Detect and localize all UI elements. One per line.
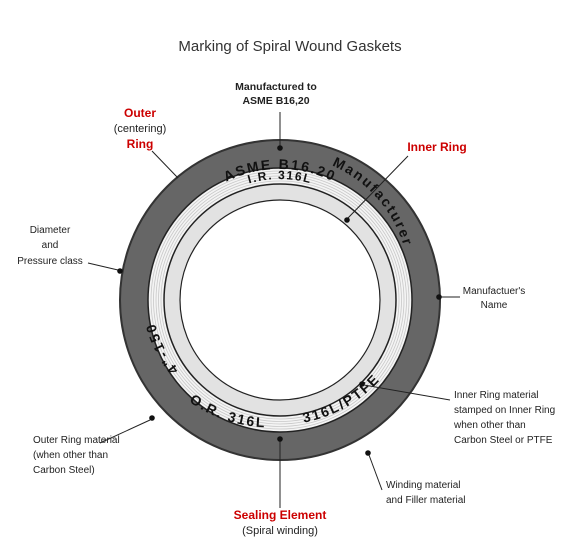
leader-winding-filler <box>368 454 383 491</box>
label-outer-ring-line3: Ring <box>127 137 154 151</box>
leader-outer-ring-material <box>99 419 151 444</box>
leader-outer-ring <box>151 150 179 179</box>
label-winding-line2: and Filler material <box>386 495 465 506</box>
label-irm-line4: Carbon Steel or PTFE <box>454 435 553 446</box>
gasket-bore <box>179 199 381 401</box>
label-outer-ring-line2: (centering) <box>114 123 167 135</box>
label-manufacturer-line2: Name <box>481 300 508 311</box>
label-diameter-line2: and <box>42 240 59 251</box>
diagram-title: Marking of Spiral Wound Gaskets <box>178 38 401 55</box>
leader-inner-ring-material <box>363 384 451 401</box>
label-sealing-element: Sealing Element <box>234 508 327 522</box>
leader-dot-inner-ring-material <box>359 381 365 387</box>
callout-inner-ring-material: Inner Ring material stamped on Inner Rin… <box>453 390 555 446</box>
label-manufactured-line1: Manufactured to <box>235 81 317 93</box>
leader-dot-manufactured <box>277 145 283 151</box>
leader-dot-inner-ring <box>344 217 350 223</box>
label-outer-ring-line1: Outer <box>124 106 156 120</box>
leader-dot-sealing-element <box>277 436 283 442</box>
leader-dot-manufacturer <box>436 294 442 300</box>
label-irm-line2: stamped on Inner Ring <box>454 405 555 416</box>
callout-diameter: Diameter and Pressure class <box>17 225 83 267</box>
label-manufacturer-line1: Manufactuer's <box>463 286 526 297</box>
marking-inner-ring-material: I.R. 316L <box>246 168 314 186</box>
label-irm-line1: Inner Ring material <box>454 390 538 401</box>
label-winding-line1: Winding material <box>386 480 460 491</box>
leader-lines <box>87 112 460 508</box>
label-spiral-winding: (Spiral winding) <box>242 525 318 537</box>
label-orm-line1: Outer Ring material <box>33 435 120 446</box>
leader-inner-ring <box>347 155 409 219</box>
label-irm-line3: when other than <box>453 420 526 431</box>
callout-outer-ring-material: Outer Ring material (when other than Car… <box>33 435 120 476</box>
callout-winding-filler: Winding material and Filler material <box>386 480 465 506</box>
leader-dot-winding-filler <box>365 450 371 456</box>
label-orm-line3: Carbon Steel) <box>33 465 95 476</box>
callout-inner-ring: Inner Ring <box>407 140 466 154</box>
leader-diameter <box>87 262 119 271</box>
callout-outer-ring: Outer (centering) Ring <box>114 106 167 151</box>
callout-manufactured: Manufactured to ASME B16,20 <box>235 81 317 107</box>
label-orm-line2: (when other than <box>33 450 108 461</box>
callout-sealing-element: Sealing Element (Spiral winding) <box>234 508 327 537</box>
label-inner-ring: Inner Ring <box>407 140 466 154</box>
label-diameter-line1: Diameter <box>30 225 71 236</box>
label-diameter-line3: Pressure class <box>17 256 83 267</box>
spiral-winding-lines <box>150 170 410 430</box>
leader-dot-diameter <box>117 268 123 274</box>
label-manufactured-line2: ASME B16,20 <box>242 95 309 107</box>
leader-dot-outer-ring-material <box>149 415 155 421</box>
callout-manufacturer-name: Manufactuer's Name <box>463 286 526 311</box>
